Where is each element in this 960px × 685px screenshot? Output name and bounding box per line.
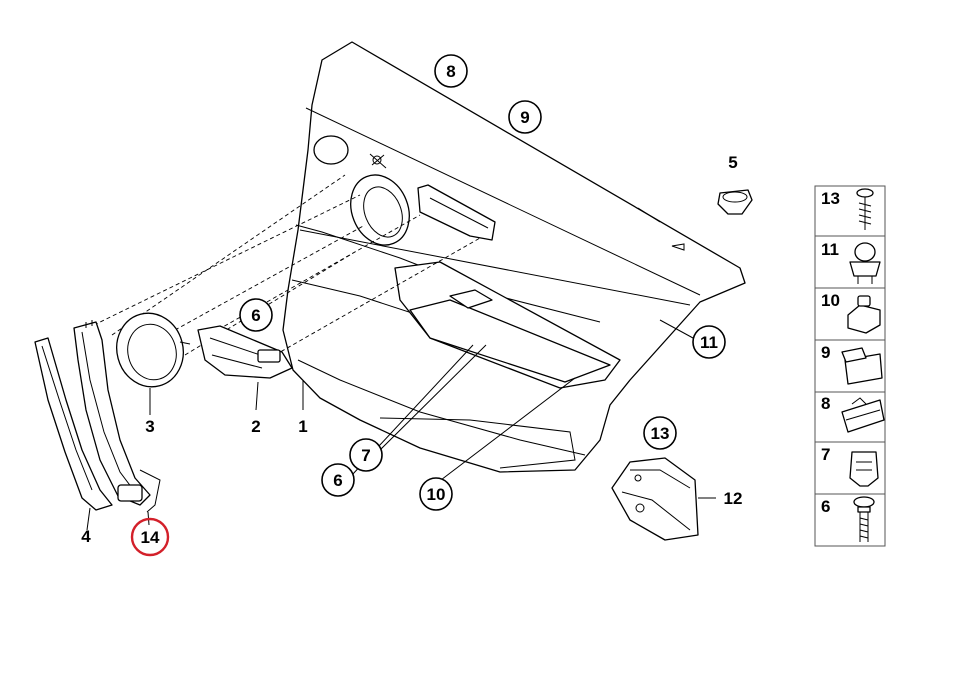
spring-clip-icon [841, 397, 885, 433]
screw-icon [856, 188, 874, 230]
label-11: 11 [700, 333, 718, 352]
label-1: 1 [298, 417, 307, 436]
legend-label-13: 13 [821, 189, 840, 208]
bolt-icon [853, 496, 875, 542]
square-clip-icon [847, 295, 881, 334]
label-13: 13 [651, 424, 670, 443]
door-clip [717, 189, 753, 215]
legend-label-10: 10 [821, 291, 840, 310]
legend-label-6: 6 [821, 497, 830, 516]
label-4: 4 [81, 527, 91, 546]
inner-door-handle [197, 325, 293, 379]
label-12: 12 [724, 489, 743, 508]
rivet-icon [849, 451, 879, 487]
door-trim-panel [282, 41, 746, 473]
fastener-legend: 13 11 10 9 8 7 6 [814, 185, 886, 547]
legend-label-8: 8 [821, 394, 830, 413]
push-clip-icon [849, 242, 881, 284]
trim-strip [34, 337, 113, 511]
label-9: 9 [520, 108, 529, 127]
label-5: 5 [728, 153, 737, 172]
callouts: 8 9 5 6 11 3 2 1 13 7 6 10 12 4 14 [81, 54, 743, 557]
label-7: 7 [361, 446, 370, 465]
support-bracket [611, 457, 699, 541]
speaker-cover [116, 312, 191, 388]
label-6-upper: 6 [251, 306, 260, 325]
legend-label-7: 7 [821, 445, 830, 464]
label-3: 3 [145, 417, 154, 436]
label-6-lower: 6 [333, 471, 342, 490]
label-10: 10 [427, 485, 446, 504]
flat-clip-icon [841, 347, 883, 385]
label-8: 8 [446, 62, 455, 81]
legend-label-11: 11 [821, 240, 839, 259]
highlight-circle-14 [130, 517, 170, 557]
label-2: 2 [251, 417, 260, 436]
label-14: 14 [141, 528, 160, 547]
handle-bracket [73, 320, 161, 513]
assembly-guide-lines [93, 174, 481, 356]
legend-label-9: 9 [821, 343, 830, 362]
